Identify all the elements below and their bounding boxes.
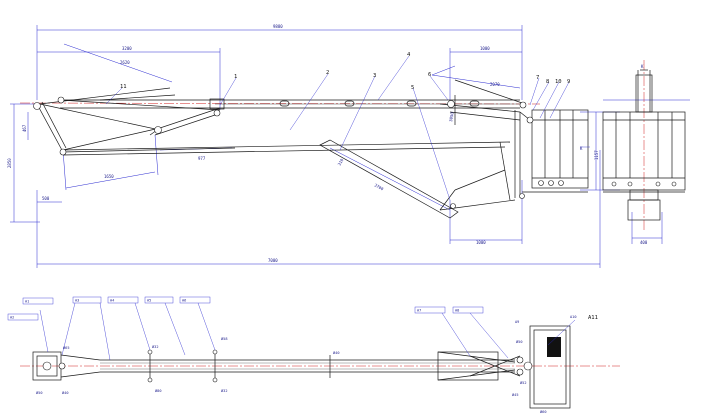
callout-5: 5 (411, 85, 414, 91)
callout-11: 11 (120, 84, 127, 90)
plan-dia-6: Ø58 (221, 336, 228, 341)
dim-offset-977: 977 (198, 156, 206, 161)
callout-9: 9 (567, 79, 570, 85)
callout-2: 2 (326, 70, 329, 76)
callout-6: 6 (428, 72, 431, 78)
section-tag-a7: A7 (417, 309, 421, 313)
section-tag-a5: A5 (147, 299, 151, 303)
dim-side-bottom: 400 (640, 240, 648, 245)
dim-left-small: 467 (22, 124, 27, 132)
dim-overall-top: 9880 (273, 24, 283, 29)
dim-small-offset: 310 (337, 157, 345, 166)
center-lines (19, 60, 645, 367)
section-tag-a6: A6 (182, 299, 186, 303)
dim-tip-length: 2070 (490, 82, 500, 87)
section-tag-a1: A1 (25, 300, 29, 304)
plan-dia-9: Ø50 (516, 339, 523, 344)
callout-10: 10 (555, 79, 562, 85)
dim-overall-bottom: 7000 (268, 258, 278, 263)
plan-dia-8: Ø40 (333, 350, 340, 355)
plan-dia-5: Ø80 (155, 388, 162, 393)
section-tag-boxes (7, 296, 484, 321)
dim-bottom-right: 3050 (448, 111, 455, 122)
dim-right-span: 1000 (480, 46, 490, 51)
section-tag-a8: A8 (455, 309, 459, 313)
plan-dia-2: Ø50 (36, 390, 43, 395)
section-tag-a3: A3 (75, 299, 79, 303)
plan-pins (42, 349, 533, 383)
dim-diag-long: 3700 (374, 182, 385, 191)
plan-view (32, 325, 571, 409)
view-label-arrow: K (580, 146, 583, 151)
plan-dia-10: Ø45 (512, 392, 519, 397)
callout-3: 3 (373, 73, 376, 79)
end-view-pins (611, 181, 677, 187)
plan-dia-4: Ø32 (152, 344, 159, 349)
plan-dia-11: Ø60 (540, 409, 547, 414)
section-tag-a10: A10 (570, 315, 577, 319)
plan-dia-1: Ø65 (63, 345, 70, 350)
section-tag-a2: A2 (10, 316, 14, 320)
side-pins (33, 96, 564, 209)
dim-left-span: 3200 (122, 46, 132, 51)
leader-lines (39, 55, 590, 361)
plan-dia-3: Ø40 (62, 390, 69, 395)
callout-4: 4 (407, 52, 411, 58)
dim-platform-drop: 1000 (476, 240, 486, 245)
end-view (602, 69, 686, 221)
view-label-top: K (641, 64, 644, 69)
section-tag-a9: A9 (515, 320, 519, 324)
callout-7: 7 (536, 75, 539, 81)
dim-lower-arm: 1650 (104, 174, 114, 179)
plan-basket-fill (547, 337, 561, 357)
dim-upper-arm: 2620 (120, 60, 130, 65)
plan-dia-7: Ø32 (221, 388, 228, 393)
section-tag-a4: A4 (110, 299, 114, 303)
dim-left-height: 2850 (7, 158, 12, 168)
callout-8: 8 (546, 79, 549, 85)
side-elevation (36, 79, 589, 219)
dim-side-height: 1157 (594, 150, 599, 160)
plan-dia-12: Ø52 (520, 380, 527, 385)
dim-left-offset: 500 (42, 196, 50, 201)
callout-1: 1 (234, 74, 237, 80)
plan-callout-11: A11 (588, 315, 598, 321)
